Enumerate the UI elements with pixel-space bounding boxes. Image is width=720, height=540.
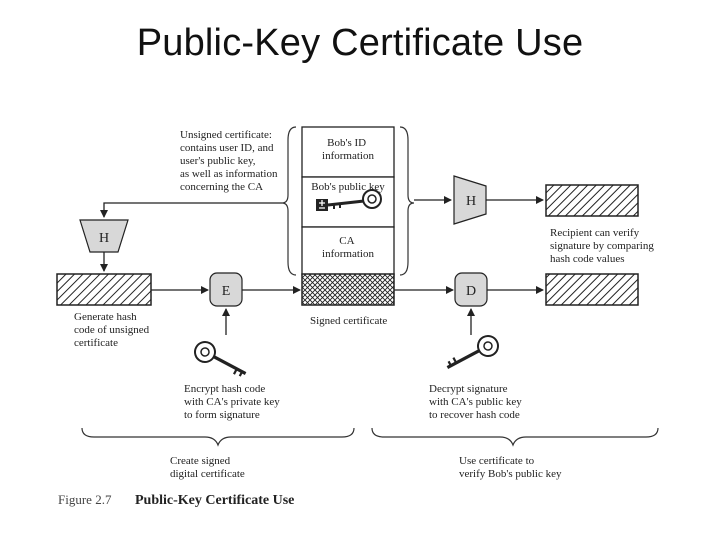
decrypt-label: Decrypt signature with CA's public key t… xyxy=(429,383,524,421)
unsigned-line-5: concerning the CA xyxy=(180,181,263,193)
left-hash-block: H xyxy=(79,219,129,253)
recipient-label: Recipient can verify signature by compar… xyxy=(550,227,657,265)
unsigned-line-3: user's public key, xyxy=(180,155,256,167)
cert-right-brace xyxy=(399,126,415,276)
left-hash-letter: H xyxy=(99,231,109,246)
generate-line-3: certificate xyxy=(74,337,118,349)
encrypt-letter: E xyxy=(222,284,231,299)
encrypt-line-1: Encrypt hash code xyxy=(184,383,265,395)
recipient-line-3: hash code values xyxy=(550,253,625,265)
signed-cert-label: Signed certificate xyxy=(310,315,387,327)
generate-line-1: Generate hash xyxy=(74,311,137,323)
encrypt-line-2: with CA's private key xyxy=(184,396,280,408)
right-hash-letter: H xyxy=(466,194,476,209)
decrypt-line-3: to recover hash code xyxy=(429,409,520,421)
use-line-1: Use certificate to xyxy=(459,455,535,467)
unsigned-certificate: Bob's ID information Bob's public key CA… xyxy=(301,126,395,276)
unsigned-line-4: as well as information xyxy=(180,168,278,180)
figure-number: Figure 2.7 xyxy=(58,492,112,507)
cert-public-key: Bob's public key xyxy=(311,181,385,193)
right-hash-block: H xyxy=(453,175,487,225)
cert-to-left-hash-line xyxy=(100,202,282,218)
right-computed-hash-box xyxy=(545,184,639,217)
encrypt-block: E xyxy=(209,272,243,307)
cert-id-line-1: Bob's ID xyxy=(327,137,366,149)
cert-ca-info: CA information xyxy=(322,235,374,260)
slide-title: Public-Key Certificate Use xyxy=(136,22,584,64)
ca-public-key-icon xyxy=(446,335,499,370)
ca-private-key-icon xyxy=(194,341,247,377)
use-line-2: verify Bob's public key xyxy=(459,468,562,480)
use-brace xyxy=(371,427,659,447)
create-label: Create signed digital certificate xyxy=(170,455,245,480)
use-label: Use certificate to verify Bob's public k… xyxy=(459,455,562,480)
recipient-line-1: Recipient can verify xyxy=(550,227,640,239)
bobs-key-icon xyxy=(316,189,382,211)
recipient-line-2: signature by comparing xyxy=(550,240,654,252)
cert-ca-line-1: CA xyxy=(339,235,354,247)
unsigned-cert-label: Unsigned certificate: contains user ID, … xyxy=(180,129,280,193)
signed-signature-box xyxy=(301,273,395,306)
create-line-1: Create signed xyxy=(170,455,231,467)
unsigned-line-1: Unsigned certificate: xyxy=(180,129,272,141)
cert-id-line-2: information xyxy=(322,150,374,162)
decrypt-line-2: with CA's public key xyxy=(429,396,522,408)
right-recovered-hash-box xyxy=(545,273,639,306)
cert-id-info: Bob's ID information xyxy=(322,137,374,162)
encrypt-line-3: to form signature xyxy=(184,409,260,421)
encrypt-label: Encrypt hash code with CA's private key … xyxy=(184,383,283,421)
cert-ca-line-2: information xyxy=(322,248,374,260)
generate-hash-label: Generate hash code of unsigned certifica… xyxy=(74,311,152,349)
decrypt-letter: D xyxy=(466,284,476,299)
generate-line-2: code of unsigned xyxy=(74,324,150,336)
cert-left-brace xyxy=(281,126,297,276)
unsigned-line-2: contains user ID, and xyxy=(180,142,274,154)
decrypt-block: D xyxy=(454,272,488,307)
create-brace xyxy=(81,427,355,447)
create-line-2: digital certificate xyxy=(170,468,245,480)
figure-caption-title: Public-Key Certificate Use xyxy=(135,493,294,508)
left-hash-code-box xyxy=(56,273,152,306)
decrypt-line-1: Decrypt signature xyxy=(429,383,508,395)
